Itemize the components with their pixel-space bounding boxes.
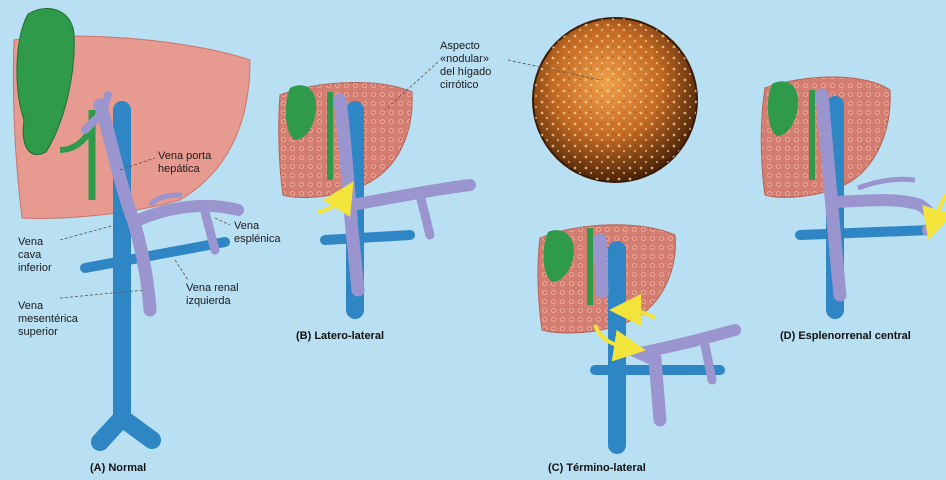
panel-esplenorrenal-central xyxy=(761,77,946,310)
panel-termino-lateral xyxy=(538,225,735,445)
panel-normal xyxy=(13,8,250,442)
renal-d xyxy=(800,230,930,235)
splenic-b xyxy=(352,185,470,205)
label-vena-porta: Vena porta hepática xyxy=(158,150,211,176)
label-aspecto-line3: del hígado xyxy=(440,66,491,79)
label-vena-esplenica: Vena esplénica xyxy=(234,220,280,246)
label-vena-cava-line3: inferior xyxy=(18,262,52,275)
label-vena-renal: Vena renal izquierda xyxy=(186,282,239,308)
splenic-c xyxy=(645,330,735,352)
label-vena-mesenterica: Vena mesentérica superior xyxy=(18,300,78,339)
label-vena-porta-line2: hepática xyxy=(158,163,211,176)
gastric-d xyxy=(858,179,915,188)
label-vena-mesenterica-line3: superior xyxy=(18,326,78,339)
label-aspecto-line4: cirrótico xyxy=(440,79,491,92)
renal-b xyxy=(325,235,410,240)
label-aspecto-line2: «nodular» xyxy=(440,53,491,66)
label-vena-mesenterica-line1: Vena xyxy=(18,300,78,313)
anastomosis-arrow-b xyxy=(318,195,345,212)
cirrhotic-micrograph xyxy=(533,18,697,182)
label-vena-cava-line2: cava xyxy=(18,249,52,262)
leader-esplenica xyxy=(215,218,230,225)
leader-renal xyxy=(175,260,188,280)
label-vena-mesenterica-line2: mesentérica xyxy=(18,313,78,326)
label-vena-renal-line2: izquierda xyxy=(186,295,239,308)
caption-esplenorrenal-central: (D) Esplenorrenal central xyxy=(780,330,911,342)
label-vena-cava-line1: Vena xyxy=(18,236,52,249)
panel-latero-lateral xyxy=(279,83,470,310)
caption-termino-lateral: (C) Término-lateral xyxy=(548,462,646,474)
caption-latero-lateral: (B) Latero-lateral xyxy=(296,330,384,342)
splenic-vein xyxy=(134,206,238,222)
label-aspecto-line1: Aspecto xyxy=(440,40,491,53)
label-vena-cava: Vena cava inferior xyxy=(18,236,52,275)
label-vena-esplenica-line1: Vena xyxy=(234,220,280,233)
left-renal-vein xyxy=(85,242,225,268)
caption-normal: (A) Normal xyxy=(90,462,146,474)
splenic-branch-b xyxy=(420,195,430,235)
label-aspecto: Aspecto «nodular» del hígado cirrótico xyxy=(440,40,491,92)
leader-mesenterica xyxy=(60,290,145,298)
arrow-d xyxy=(933,195,946,225)
label-vena-renal-line1: Vena renal xyxy=(186,282,239,295)
portal-stump-c xyxy=(600,240,602,292)
label-vena-porta-line1: Vena porta xyxy=(158,150,211,163)
label-vena-esplenica-line2: esplénica xyxy=(234,233,280,246)
leader-cava xyxy=(60,225,115,240)
